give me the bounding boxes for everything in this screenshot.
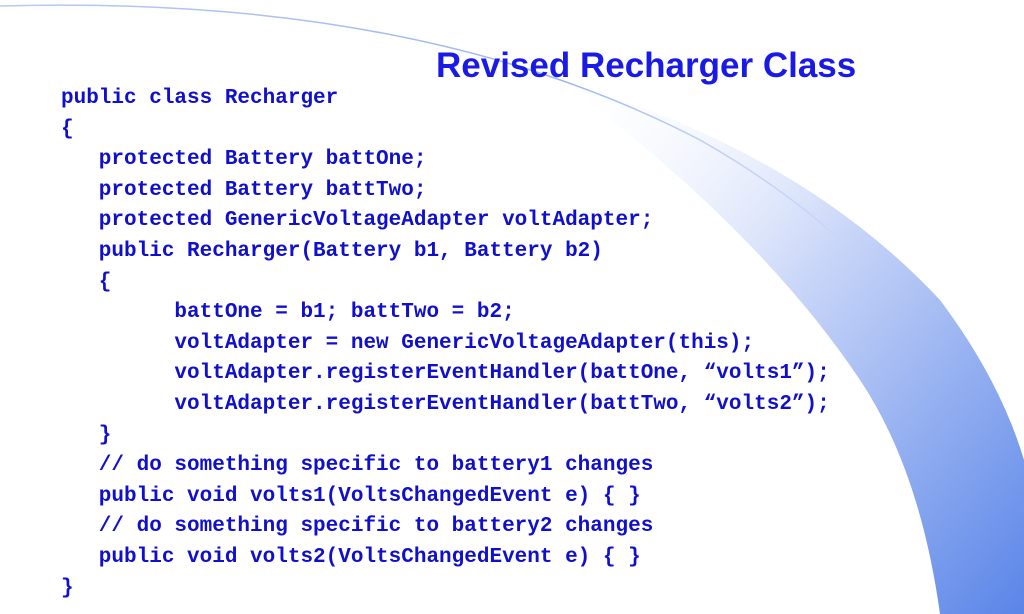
code-line: voltAdapter.registerEventHandler(battTwo… <box>61 392 830 416</box>
code-line: public class Recharger <box>61 87 339 110</box>
code-block: public class Recharger { protected Batte… <box>61 84 830 604</box>
code-line: protected Battery battTwo; <box>61 178 427 202</box>
code-line: { <box>61 270 112 294</box>
swoosh-fill <box>560 80 1024 614</box>
code-line: voltAdapter = new GenericVoltageAdapter(… <box>61 331 755 355</box>
code-comment-line: // do something specific to battery2 cha… <box>61 515 654 539</box>
code-line: } <box>61 576 74 600</box>
code-line: public void volts1(VoltsChangedEvent e) … <box>61 484 641 508</box>
code-line: { <box>61 117 74 141</box>
code-line: } <box>61 423 112 447</box>
code-line: battOne = b1; battTwo = b2; <box>61 301 515 325</box>
code-line: voltAdapter.registerEventHandler(battOne… <box>61 362 830 386</box>
code-line: public void volts2(VoltsChangedEvent e) … <box>61 545 641 569</box>
code-comment-line: // do something specific to battery1 cha… <box>61 454 654 478</box>
code-line: protected Battery battOne; <box>61 148 427 172</box>
slide-title: Revised Recharger Class <box>436 46 857 85</box>
code-line: protected GenericVoltageAdapter voltAdap… <box>61 209 654 233</box>
code-line: public Recharger(Battery b1, Battery b2) <box>61 239 603 263</box>
